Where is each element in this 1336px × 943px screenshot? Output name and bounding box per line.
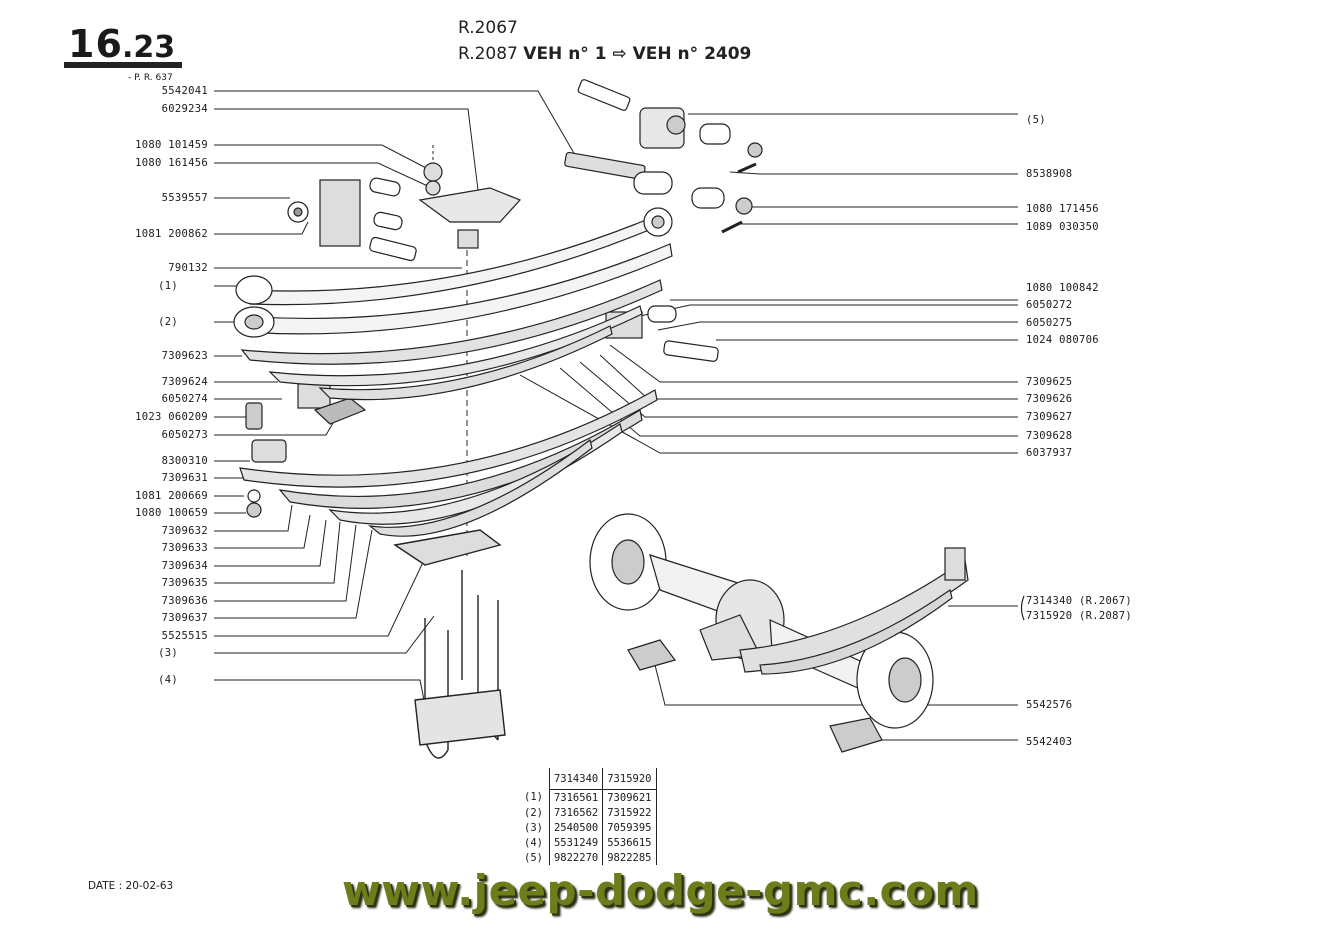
callout-1024-080706: 1024 080706 xyxy=(1026,334,1099,346)
callout-1081-200669: 1081 200669 xyxy=(135,490,208,502)
callout-6050273: 6050273 xyxy=(161,429,208,441)
callout-7309632: 7309632 xyxy=(161,525,208,537)
table-cell-ref: (3) xyxy=(524,821,543,834)
table-header-7314340: 7314340 xyxy=(548,768,603,790)
callout-7309633: 7309633 xyxy=(161,542,208,554)
callout-1080-101459: 1080 101459 xyxy=(135,139,208,151)
callout-1080-161456: 1080 161456 xyxy=(135,157,208,169)
table-cell: 7316562 xyxy=(548,805,603,820)
table-corner xyxy=(520,768,549,790)
pr-code: - P. R. 637 xyxy=(128,73,173,83)
callout-5539557: 5539557 xyxy=(161,192,208,204)
callout-7309626: 7309626 xyxy=(1026,393,1073,405)
front-hardware xyxy=(245,162,719,518)
table-cell: 7059395 xyxy=(602,820,657,835)
callout-5525515: 5525515 xyxy=(161,630,208,642)
callout-ref-1: (1) xyxy=(158,280,178,292)
model-line-2-prefix: R.2087 xyxy=(458,44,518,64)
table-cell-ref: (5) xyxy=(524,851,543,864)
callout-7309627: 7309627 xyxy=(1026,411,1073,423)
callout-6050275: 6050275 xyxy=(1026,317,1073,329)
callout-7309634: 7309634 xyxy=(161,560,208,572)
callout-7309624: 7309624 xyxy=(161,376,208,388)
callout-1081-200862: 1081 200862 xyxy=(135,228,208,240)
callout-7309637: 7309637 xyxy=(161,612,208,624)
callout-6050274: 6050274 xyxy=(161,393,208,405)
callout-8538908: 8538908 xyxy=(1026,168,1073,180)
callout-ref-2: (2) xyxy=(158,316,178,328)
callout-7314340: 7314340 (R.2067) xyxy=(1026,595,1132,607)
left-leader-lines xyxy=(214,90,576,701)
table-cell: 9822285 xyxy=(602,850,657,865)
table-cell: 7315922 xyxy=(602,805,657,820)
table-header-7315920: 7315920 xyxy=(602,768,657,790)
table-cell: 7316561 xyxy=(548,789,603,805)
reference-table-header: 7314340 7315920 xyxy=(520,768,657,790)
table-cell-ref: (1) xyxy=(524,791,543,804)
callout-7309631: 7309631 xyxy=(161,472,208,484)
table-row: (2) 7316562 7315922 xyxy=(520,805,657,820)
u-bolt-assembly xyxy=(393,529,506,759)
callout-1023-060209: 1023 060209 xyxy=(135,411,208,423)
leaf-spring-pack xyxy=(233,207,673,537)
model-line-2-suffix: VEH n° 1 ⇨ VEH n° 2409 xyxy=(523,44,752,64)
callout-7309625: 7309625 xyxy=(1026,376,1073,388)
callout-7309635: 7309635 xyxy=(161,577,208,589)
reference-table: 7314340 7315920 (1) 7316561 7309621 (2) … xyxy=(520,768,657,865)
callout-6050272: 6050272 xyxy=(1026,299,1073,311)
callout-ref-5: (5) xyxy=(1026,114,1046,126)
right-leader-lines xyxy=(519,113,1018,741)
model-line-1: R.2067 xyxy=(458,18,518,38)
table-cell: 5536615 xyxy=(602,835,657,850)
website-watermark: www.jeep-dodge-gmc.com xyxy=(342,866,979,915)
section-number: 16 xyxy=(68,22,123,66)
model-line-2: R.2087 VEH n° 1 ⇨ VEH n° 2409 xyxy=(458,44,751,64)
table-cell-ref: (4) xyxy=(524,836,543,849)
callout-5542576: 5542576 xyxy=(1026,699,1073,711)
callout-1080-100842: 1080 100842 xyxy=(1026,282,1099,294)
callout-5542403: 5542403 xyxy=(1026,736,1073,748)
table-cell: 9822270 xyxy=(548,850,603,865)
table-cell-ref: (2) xyxy=(524,806,543,819)
callout-6037937: 6037937 xyxy=(1026,447,1073,459)
callout-ref-4: (4) xyxy=(158,674,178,686)
callout-790132: 790132 xyxy=(168,262,208,274)
header-underline xyxy=(64,62,182,68)
callout-1080-171456: 1080 171456 xyxy=(1026,203,1099,215)
table-cell: 7309621 xyxy=(602,789,657,805)
callout-7309623: 7309623 xyxy=(161,350,208,362)
document-date: DATE : 20-02-63 xyxy=(88,880,174,892)
section-subnumber: .23 xyxy=(122,30,176,65)
callout-7315920: 7315920 (R.2087) xyxy=(1026,610,1132,622)
callout-1080-100659: 1080 100659 xyxy=(135,507,208,519)
callout-5542041: 5542041 xyxy=(161,85,208,97)
table-cell: 2540500 xyxy=(548,820,603,835)
callout-7309628: 7309628 xyxy=(1026,430,1073,442)
table-row: (5) 9822270 9822285 xyxy=(520,850,657,865)
shackle-assembly xyxy=(564,79,763,234)
spring-variant-brace xyxy=(1020,595,1025,621)
callout-8300310: 8300310 xyxy=(161,455,208,467)
table-row: (4) 5531249 5536615 xyxy=(520,835,657,850)
callout-ref-3: (3) xyxy=(158,647,178,659)
callout-6029234: 6029234 xyxy=(161,103,208,115)
axle-assembly xyxy=(589,513,969,753)
table-cell: 5531249 xyxy=(548,835,603,850)
table-row: (3) 2540500 7059395 xyxy=(520,820,657,835)
table-row: (1) 7316561 7309621 xyxy=(520,789,657,805)
callout-7309636: 7309636 xyxy=(161,595,208,607)
callout-1089-030350: 1089 030350 xyxy=(1026,221,1099,233)
